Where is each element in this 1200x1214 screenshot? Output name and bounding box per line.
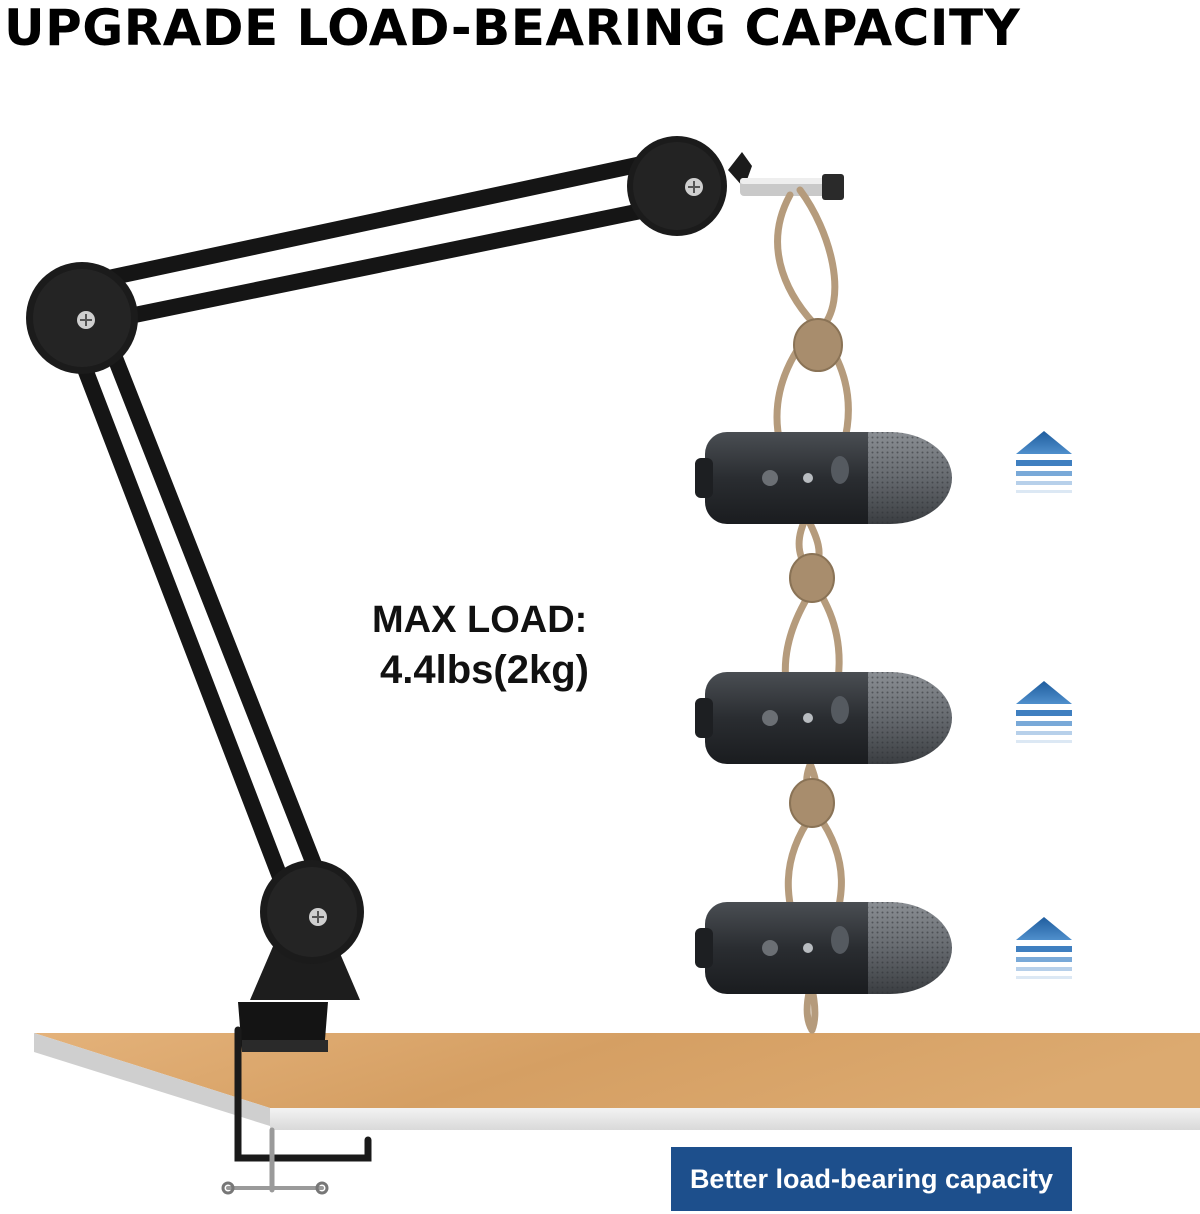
top-joint <box>627 136 844 236</box>
lower-arm <box>62 322 338 913</box>
microphone <box>695 672 952 764</box>
microphone <box>695 432 952 524</box>
up-arrow-icon <box>1016 431 1072 493</box>
rope-knot <box>789 318 843 828</box>
screw-icon <box>309 908 327 926</box>
microphone <box>695 902 952 994</box>
base-joint <box>238 860 364 1052</box>
clamp-icon <box>221 1026 372 1195</box>
elbow-joint <box>26 262 138 374</box>
capacity-badge: Better load-bearing capacity <box>671 1147 1072 1211</box>
desk <box>34 1033 1200 1130</box>
upper-arm <box>82 152 678 326</box>
max-load-label: MAX LOAD: <box>372 599 588 641</box>
up-arrow-icon <box>1016 681 1072 743</box>
headline: UPGRADE LOAD-BEARING CAPACITY <box>4 0 1021 57</box>
up-arrow-icon <box>1016 917 1072 979</box>
screw-icon <box>685 178 703 196</box>
screw-icon <box>77 311 95 329</box>
max-load-value: 4.4lbs(2kg) <box>380 648 589 692</box>
